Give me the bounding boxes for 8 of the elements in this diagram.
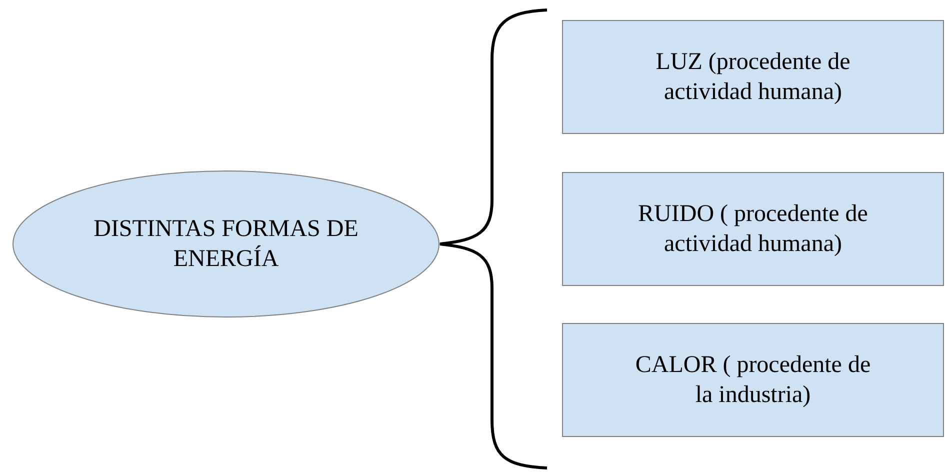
text-box bbox=[562, 323, 944, 437]
node-label: CALOR ( procedente de la industria) bbox=[634, 351, 872, 410]
node-label: LUZ (procedente de actividad humana) bbox=[654, 48, 852, 107]
ellipse-node bbox=[12, 170, 440, 318]
text-box bbox=[562, 20, 944, 134]
text-box bbox=[562, 172, 944, 286]
node-label: RUIDO ( procedente de actividad humana) bbox=[637, 200, 869, 259]
node-label: DISTINTAS FORMAS DE ENERGÍA bbox=[92, 215, 360, 274]
